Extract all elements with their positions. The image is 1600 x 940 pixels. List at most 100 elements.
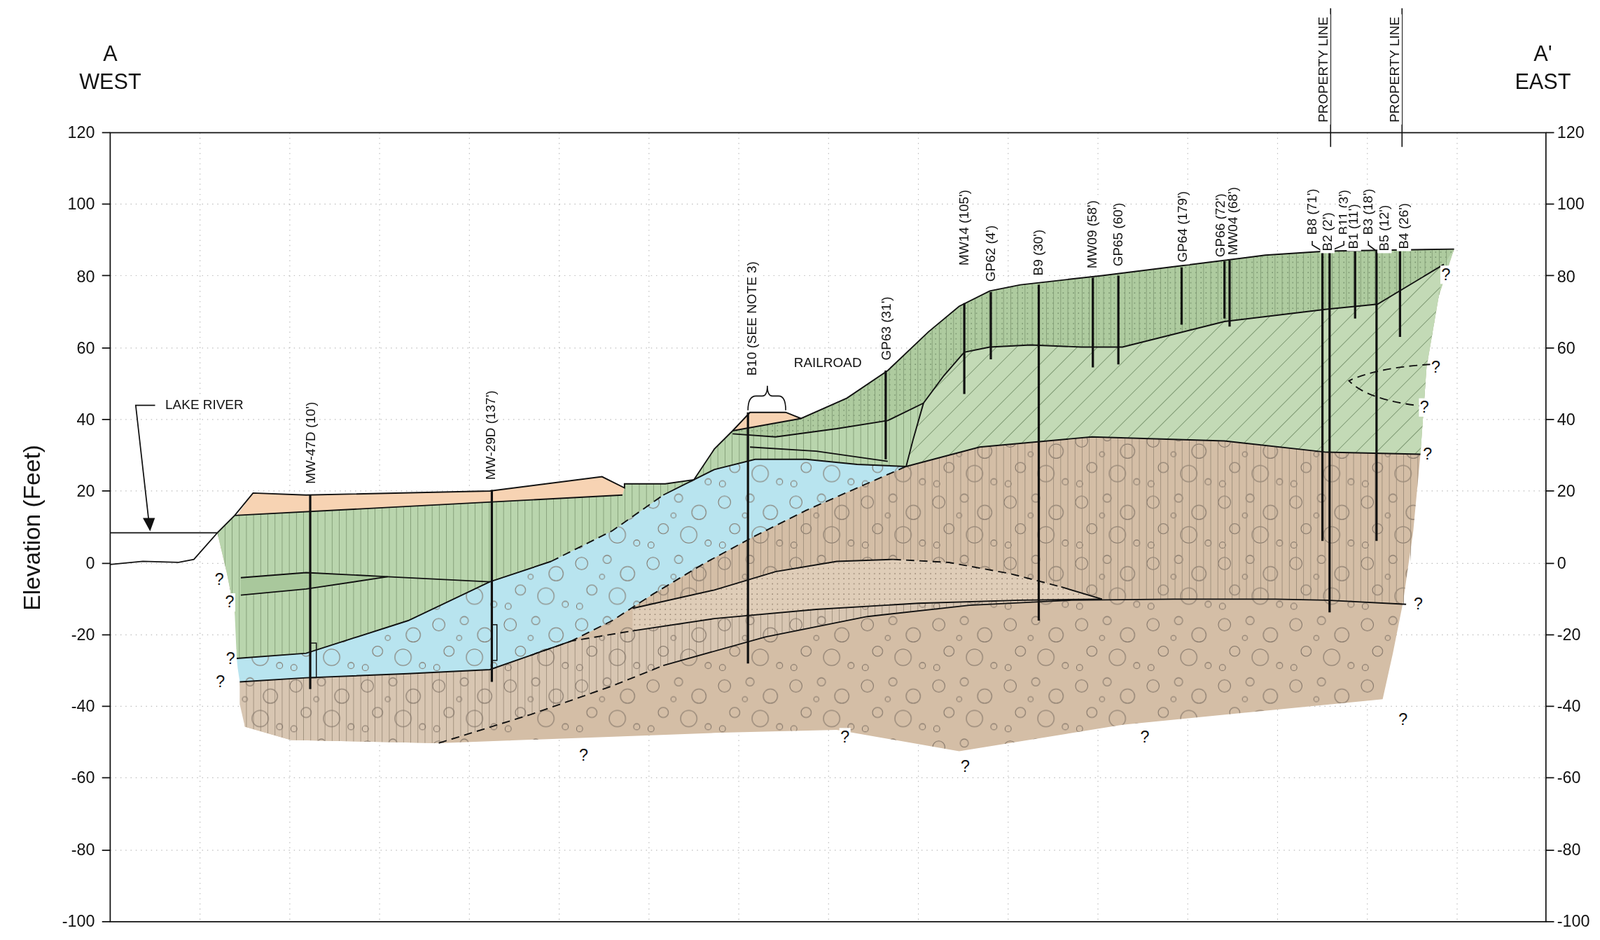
tick-label: 40 <box>77 410 96 429</box>
property-line-label: PROPERTY LINE <box>1387 14 1403 125</box>
tick-label: -100 <box>1557 912 1591 931</box>
uncertainty-mark: ? <box>214 672 227 692</box>
boring-label: GP64 (179') <box>1175 189 1191 264</box>
boring-label: B10 (SEE NOTE 3) <box>745 259 760 378</box>
uncertainty-mark: ? <box>213 570 225 589</box>
tick-label: 100 <box>67 195 96 214</box>
section-fills-part <box>217 249 1454 752</box>
contacts-part <box>663 459 907 496</box>
contacts-part <box>234 495 623 516</box>
water <box>109 405 218 565</box>
contacts-part <box>239 640 572 682</box>
axis-title: Elevation (Feet) <box>19 444 46 611</box>
boring-label: B2 (2') <box>1319 210 1335 253</box>
boring-label: MW-29D (137') <box>483 388 499 482</box>
tick-label: -80 <box>1557 840 1582 860</box>
axes-part <box>1546 132 1555 921</box>
section-end: WEST <box>79 70 141 94</box>
boring-label: B1 (11') <box>1346 201 1362 251</box>
tick-label: 100 <box>1557 195 1585 214</box>
boring-label: MW09 (58') <box>1085 198 1101 271</box>
axes <box>102 132 1555 921</box>
tick-label: 20 <box>77 482 96 501</box>
tick-label: 80 <box>1557 266 1576 285</box>
feature-label: RAILROAD <box>791 355 865 371</box>
section-end: EAST <box>1514 70 1571 94</box>
boreholes-part <box>310 250 1400 689</box>
tick-label: -40 <box>1557 697 1582 716</box>
uncertainty-mark: ? <box>1418 398 1430 417</box>
water-part <box>109 532 218 534</box>
contacts-part <box>571 466 907 641</box>
tick-label: -100 <box>62 912 96 931</box>
tick-label: 0 <box>1557 553 1567 573</box>
contacts-part <box>732 418 802 430</box>
tick-label: -80 <box>71 840 96 860</box>
leaders-part <box>1330 8 1402 148</box>
section-fills <box>217 249 1454 752</box>
uncertainty-mark: ? <box>1413 595 1425 614</box>
section-fills-part <box>632 559 1103 631</box>
tick-label: 120 <box>67 123 96 143</box>
contacts-part <box>240 576 388 595</box>
section-fills-part <box>632 559 1103 631</box>
contacts-part <box>439 665 664 743</box>
tick-label: 0 <box>86 553 96 573</box>
leaders-part <box>747 385 786 411</box>
boring-label: MW04 (68') <box>1226 184 1241 257</box>
section-fills-part <box>217 249 1454 752</box>
tick-label: 80 <box>77 266 96 285</box>
tick-label: 60 <box>1557 338 1576 358</box>
contacts <box>217 249 1454 743</box>
contacts-part <box>906 403 924 467</box>
uncertainty-mark: ? <box>1429 358 1442 377</box>
water-part <box>109 532 218 565</box>
uncertainty-mark: ? <box>960 757 972 776</box>
tick-label: 120 <box>1557 123 1585 143</box>
tick-label: 20 <box>1557 482 1576 501</box>
boring-label: GP65 (60') <box>1111 200 1126 269</box>
water-part <box>135 405 156 524</box>
boring-label: B3 (18') <box>1361 186 1376 237</box>
boring-label: B8 (71') <box>1305 186 1320 237</box>
uncertainty-mark: ? <box>1440 265 1452 284</box>
contacts-part <box>530 630 633 656</box>
boring-label: B9 (30') <box>1031 227 1047 278</box>
contacts-part <box>551 495 664 562</box>
contacts-part <box>217 249 1454 533</box>
uncertainty-mark: ? <box>224 593 236 612</box>
water-part <box>143 518 155 530</box>
contacts-part <box>906 436 1421 467</box>
boring-label: GP62 (4') <box>983 223 999 284</box>
contacts-part <box>892 559 1061 587</box>
property-line-label: PROPERTY LINE <box>1316 14 1332 125</box>
section-fills-part <box>236 476 625 516</box>
boreholes <box>310 250 1400 689</box>
grid <box>109 132 1546 921</box>
tick-label: -40 <box>71 697 96 716</box>
uncertainty-mark: ? <box>839 727 851 746</box>
uncertainty-mark: ? <box>1139 727 1151 746</box>
axes-part <box>102 132 111 921</box>
boring-label: MW14 (105') <box>957 187 972 268</box>
boring-label: GP66 (72') <box>1212 191 1228 260</box>
boreholes-part <box>491 624 497 661</box>
tick-label: -60 <box>71 768 96 788</box>
boreholes-part <box>310 642 317 678</box>
uncertainty-mark: ? <box>578 746 590 765</box>
leaders <box>747 8 1402 411</box>
uncertainty-mark: ? <box>224 649 236 668</box>
grid-part <box>200 132 1458 921</box>
contacts-part <box>632 598 1103 631</box>
section-fills-part <box>217 249 1454 659</box>
contacts-part <box>236 560 552 658</box>
contacts-part <box>632 559 894 609</box>
boring-label: B4 (26') <box>1396 200 1412 252</box>
tick-label: 40 <box>1557 410 1576 429</box>
axes-part <box>109 132 1546 921</box>
section-end: A' <box>1533 41 1552 66</box>
tick-label: -60 <box>1557 768 1582 788</box>
tick-label: -20 <box>1557 625 1582 644</box>
